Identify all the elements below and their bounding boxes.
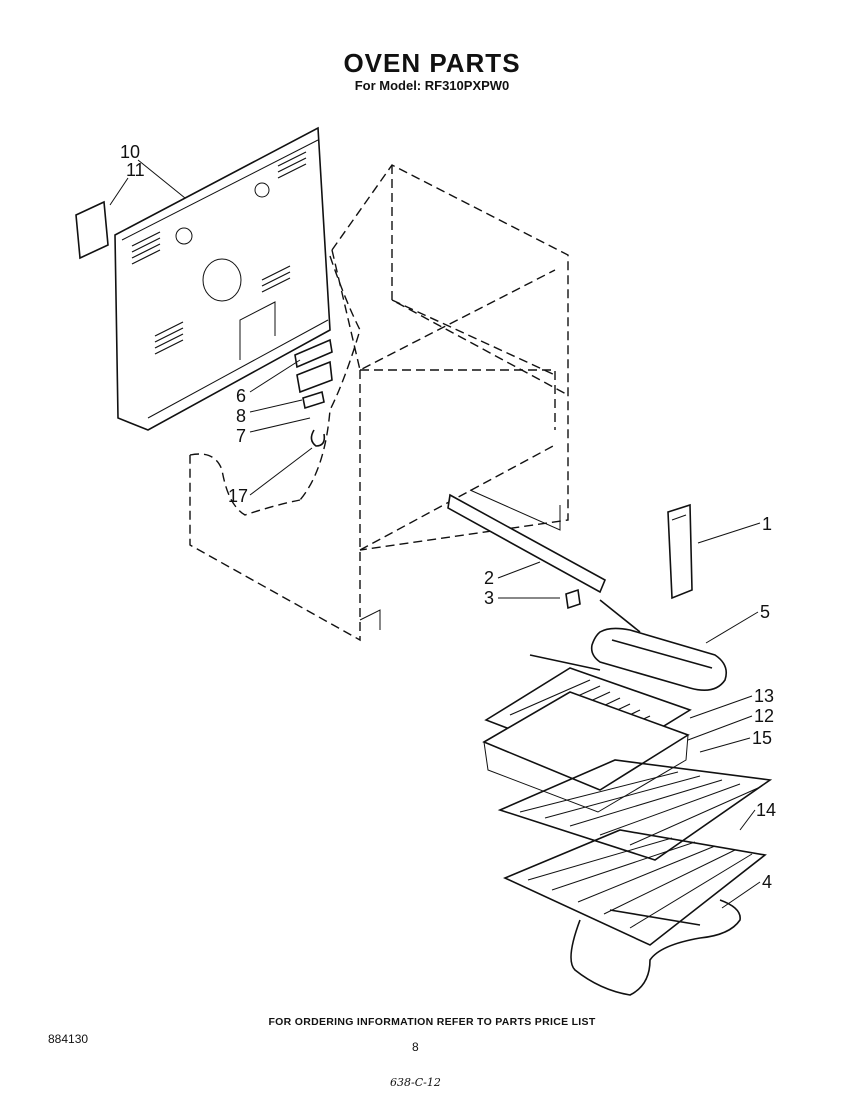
oven-back-panel <box>114 126 331 431</box>
oven-side-cover <box>667 503 693 600</box>
callout-14: 14 <box>756 800 776 820</box>
broiler-pan-assembly <box>482 667 692 813</box>
callout-12: 12 <box>754 706 774 726</box>
page-number: 8 <box>412 1040 419 1054</box>
oven-racks <box>497 759 773 946</box>
callout-13: 13 <box>754 686 774 706</box>
broil-element <box>570 899 741 996</box>
element-support-bracket <box>447 489 607 610</box>
model-subtitle: For Model: RF310PXPW0 <box>354 78 510 93</box>
callout-4: 4 <box>762 872 772 892</box>
callout-1: 1 <box>762 514 772 534</box>
callout-8: 8 <box>236 406 246 426</box>
document-number: 884130 <box>48 1032 89 1046</box>
callout-7: 7 <box>236 426 246 446</box>
callout-5: 5 <box>760 602 770 622</box>
callout-3: 3 <box>484 588 494 608</box>
callout-17: 17 <box>228 486 248 506</box>
callout-15: 15 <box>752 728 772 748</box>
callout-2: 2 <box>484 568 494 588</box>
callout-labels: 10 11 6 8 7 17 2 3 1 5 13 12 15 14 4 <box>120 142 776 892</box>
callout-6: 6 <box>236 386 246 406</box>
callout-11: 11 <box>126 160 145 180</box>
handwritten-code: 638-C-12 <box>390 1076 441 1089</box>
oven-sensor-assembly <box>294 338 333 447</box>
callout-10: 10 <box>120 142 140 162</box>
back-panel-cover-plate <box>75 200 109 260</box>
back-panel-vents <box>131 151 307 355</box>
ordering-info-note: FOR ORDERING INFORMATION REFER TO PARTS … <box>268 1016 596 1028</box>
bake-element <box>529 599 728 691</box>
leader-lines <box>109 159 761 909</box>
page-title: OVEN PARTS <box>343 48 521 78</box>
